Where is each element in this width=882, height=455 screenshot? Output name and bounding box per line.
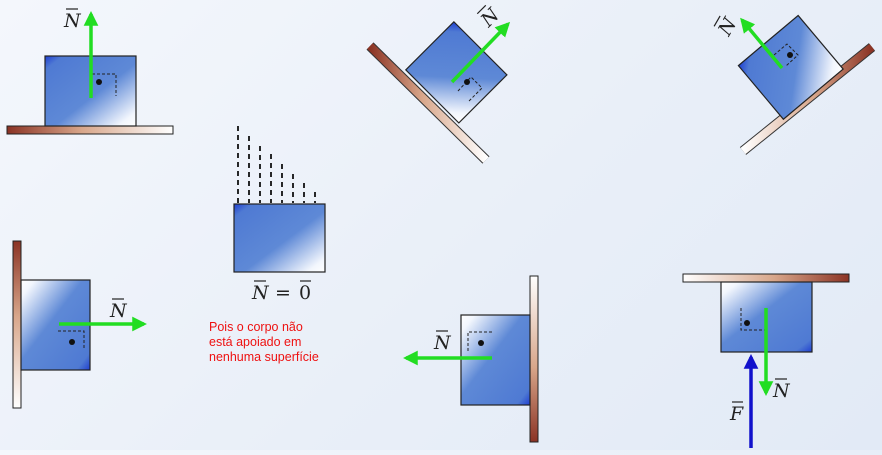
block: [460, 314, 531, 406]
zero-equation-n: N: [251, 282, 270, 304]
force-label: F: [729, 403, 744, 425]
normal-label: N: [476, 3, 505, 32]
right-angle-mark: [92, 73, 117, 96]
normal-label-group: N: [476, 3, 505, 32]
floor-surface: [6, 125, 174, 135]
center-dot: [478, 340, 484, 346]
ceiling-surface: [682, 273, 850, 283]
wall-surface: [12, 240, 22, 409]
zero-equation-eq: =: [275, 282, 291, 304]
normal-label: N: [63, 10, 82, 32]
no-surface-note: Pois o corpo não está apoiado em nenhuma…: [209, 320, 357, 365]
zero-equation-zero: 0: [299, 282, 311, 304]
center-dot: [744, 320, 750, 326]
block: [404, 20, 508, 124]
case-incline-right: N: [713, 13, 876, 155]
block: [737, 14, 844, 121]
note-line-1: Pois o corpo não: [209, 320, 303, 334]
case-floor: N: [6, 8, 174, 135]
motion-lines: [237, 126, 316, 203]
case-incline-left: N: [366, 3, 511, 164]
case-no-surface: N = 0: [233, 126, 326, 304]
right-angle-mark: [58, 330, 85, 350]
vector-bar: [476, 4, 487, 15]
right-angle-mark: [457, 76, 483, 103]
normal-label-group: N: [713, 13, 742, 40]
right-angle-mark: [467, 331, 492, 351]
normal-arrow: [740, 17, 784, 70]
right-angle-mark: [773, 43, 799, 67]
case-right-wall: N: [403, 275, 539, 443]
center-dot: [69, 339, 75, 345]
incline-surface-fill: [367, 43, 489, 163]
vector-bar: [713, 15, 721, 27]
case-left-wall: N: [12, 240, 147, 409]
normal-label: N: [109, 300, 128, 322]
block: [233, 203, 326, 273]
wall-surface: [529, 275, 539, 443]
normal-label: N: [433, 332, 452, 354]
center-dot: [464, 79, 470, 85]
normal-arrow: [450, 21, 511, 84]
note-line-2: está apoiado em: [209, 335, 302, 349]
incline-block-group: [737, 14, 844, 121]
right-angle-mark: [740, 308, 766, 331]
note-line-3: nenhuma superfície: [209, 350, 319, 364]
center-dot: [787, 52, 793, 58]
incline-block-group: [404, 20, 508, 124]
normal-label: N: [772, 380, 791, 402]
normal-label: N: [713, 13, 742, 40]
case-ceiling: N F: [682, 273, 850, 448]
center-dot: [96, 79, 102, 85]
